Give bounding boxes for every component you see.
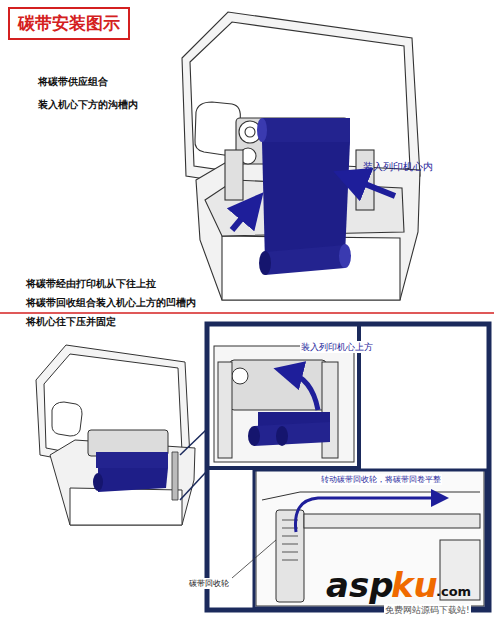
inset-note: 转动碳带回收轮，将碳带回卷平整 (320, 474, 442, 485)
step-note: 将碳带经由打印机从下往上拉 将碳带回收组合装入机心上方的凹槽内 将机心往下压并固… (26, 274, 231, 331)
step-note: 将碳带供应组合 装入机心下方的沟槽内 (38, 70, 168, 116)
title-text: 碳带安装图示 (18, 12, 120, 35)
arrow-note: 装入列印机心内 (363, 160, 453, 174)
watermark: ku (391, 566, 441, 604)
title-box: 碳带安装图示 (8, 7, 130, 40)
inset-note: 装入列印机心上方 (300, 341, 374, 353)
part-label: 碳带回收轮 (188, 578, 230, 589)
watermark: .com (436, 584, 486, 600)
watermark: 免费网站源码下载站! (384, 604, 471, 616)
